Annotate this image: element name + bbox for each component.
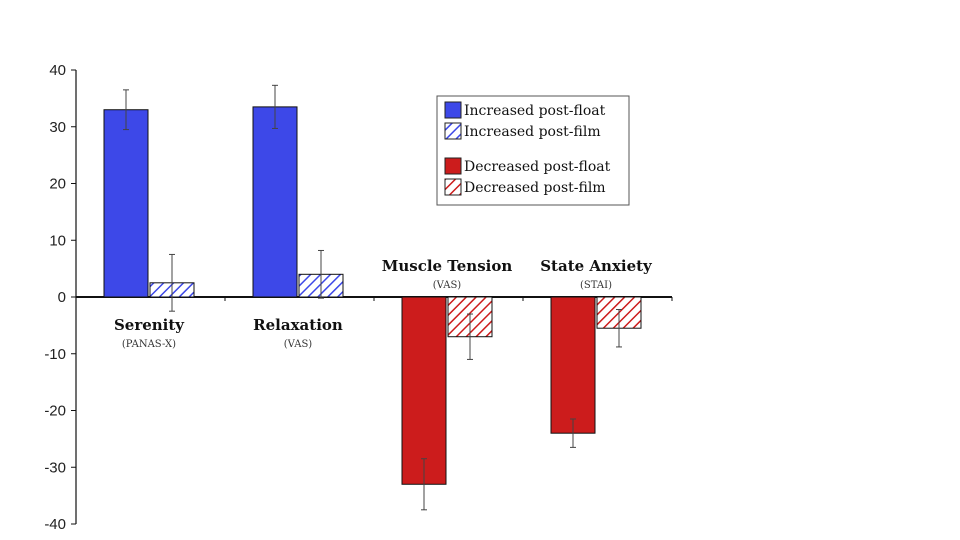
category-label: State Anxiety [540,257,653,275]
bar-relaxation-float [252,106,298,298]
y-tick-label: 10 [49,232,66,249]
category-label: Serenity [114,316,185,334]
legend-label: Increased post-float [464,103,606,119]
category-sublabel: (PANAS-X) [122,339,176,350]
category-label: Muscle Tension [382,257,513,275]
legend-swatch [444,101,462,119]
y-tick-label: 20 [49,176,66,193]
bar-serenity-float [103,109,149,298]
bar-state-anxiety-float [550,296,596,434]
legend-label: Decreased post-film [464,180,606,196]
legend-swatch [444,178,462,196]
category-sublabel: (VAS) [284,339,313,350]
category-sublabel: (STAI) [580,280,612,291]
y-tick-label: 30 [49,119,66,136]
y-tick-label: -40 [44,516,66,533]
category-label: Relaxation [253,316,343,334]
bar-muscle-tension-float [401,296,447,485]
y-tick-label: 0 [58,289,66,306]
legend-label: Decreased post-float [464,159,611,175]
legend-swatch [444,157,462,175]
bars [103,84,642,511]
y-tick-label: 40 [49,62,66,79]
category-sublabel: (VAS) [433,280,462,291]
category-labels: Serenity (PANAS-X) Relaxation (VAS) Muscle T… [114,257,653,350]
y-tick-label: -20 [44,403,66,420]
legend-box [436,95,630,206]
y-tick-label: -10 [44,346,66,363]
legend-label: Increased post-film [464,124,601,140]
legend-swatch [444,122,462,140]
y-tick-label: -30 [44,459,66,476]
